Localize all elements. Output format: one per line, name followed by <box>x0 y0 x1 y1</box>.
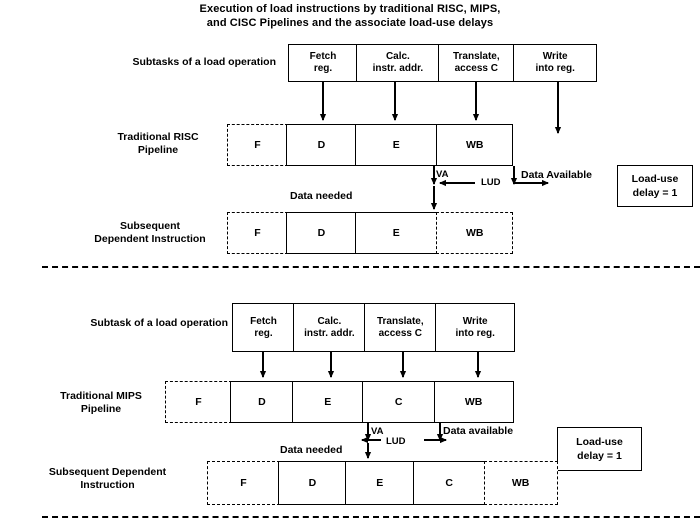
mips-stage-e: E <box>291 381 364 423</box>
risc-pipeline-caption: Traditional RISC Pipeline <box>117 131 199 156</box>
risc-lud-label: LUD <box>481 177 501 188</box>
risc-data-needed-label: Data needed <box>290 190 353 202</box>
mips-subtask-cell-0: Fetch reg. <box>232 303 295 352</box>
mips-subtask-1-line1: Calc. <box>317 315 342 327</box>
risc-subtask-2-line1: Translate, <box>452 51 500 62</box>
mips-subtask-2-line2: access C <box>378 327 422 339</box>
mips-dependent-caption: Subsequent Dependent Instruction <box>48 466 167 491</box>
mips-stage-d: D <box>230 381 294 423</box>
risc-subtask-3-line1: Write <box>542 51 568 62</box>
risc-stage-f: F <box>227 124 288 166</box>
risc-subtask-3-line2: into reg. <box>535 63 575 74</box>
block-separator-2 <box>42 516 700 518</box>
risc-subtask-cell-1: Calc. instr. addr. <box>356 44 440 82</box>
mips-lud-label: LUD <box>386 436 406 447</box>
risc-subtask-cell-3: Write into reg. <box>513 44 598 82</box>
risc-dep-stage-e: E <box>354 212 438 254</box>
mips-subtask-cell-3: Write into reg. <box>435 303 516 352</box>
mips-subtask-cell-2: Translate, access C <box>363 303 437 352</box>
mips-subtask-2-line1: Translate, <box>376 315 424 327</box>
mips-dep-stage-wb: WB <box>483 461 558 505</box>
risc-subtask-1-line1: Calc. <box>385 51 410 62</box>
risc-pipeline-row: F D E WB <box>227 124 514 166</box>
risc-load-use-delay-box: Load-use delay = 1 <box>617 165 693 207</box>
risc-dependent-caption: Subsequent Dependent Instruction <box>94 220 206 245</box>
mips-dep-stage-d: D <box>278 461 347 505</box>
mips-stage-wb: WB <box>433 381 514 423</box>
risc-va-label: VA <box>436 169 449 180</box>
risc-subtask-0-line1: Fetch <box>309 51 337 62</box>
mips-subtask-3-line2: into reg. <box>455 327 495 339</box>
mips-dep-stage-f: F <box>207 461 280 505</box>
risc-subtask-caption: Subtasks of a load operation <box>132 56 276 68</box>
mips-subtask-row: Fetch reg. Calc. instr. addr. Translate,… <box>232 303 516 352</box>
mips-stage-f: F <box>165 381 232 423</box>
mips-pipeline-caption: Traditional MIPS Pipeline <box>60 390 142 415</box>
mips-subtask-1-line2: instr. addr. <box>304 327 355 339</box>
risc-dep-stage-wb: WB <box>436 212 514 254</box>
block-separator-1 <box>42 266 700 268</box>
risc-stage-e: E <box>354 124 438 166</box>
mips-data-available-label: Data available <box>443 425 514 437</box>
risc-subtask-row: Fetch reg. Calc. instr. addr. Translate,… <box>288 44 598 82</box>
mips-pipeline-row: F D E C WB <box>165 381 514 423</box>
mips-dep-stage-e: E <box>344 461 415 505</box>
diagram-title: Execution of load instructions by tradit… <box>0 2 700 30</box>
mips-stage-c: C <box>362 381 436 423</box>
mips-dep-stage-c: C <box>413 461 486 505</box>
risc-data-available-label: Data Available <box>521 169 593 181</box>
risc-subtask-2-line2: access C <box>454 63 498 74</box>
risc-dep-stage-f: F <box>227 212 288 254</box>
mips-subtask-0-line1: Fetch <box>250 315 277 327</box>
mips-dependent-row: F D E C WB <box>207 461 558 505</box>
mips-data-needed-label: Data needed <box>280 444 343 456</box>
mips-subtask-cell-1: Calc. instr. addr. <box>293 303 366 352</box>
mips-load-use-delay-box: Load-use delay = 1 <box>557 427 642 471</box>
risc-dependent-row: F D E WB <box>227 212 514 254</box>
risc-subtask-cell-2: Translate, access C <box>437 44 515 82</box>
mips-subtask-0-line2: reg. <box>254 327 273 339</box>
title-line-2: and CISC Pipelines and the associate loa… <box>206 17 494 29</box>
risc-subtask-1-line2: instr. addr. <box>372 63 424 74</box>
title-line-1: Execution of load instructions by tradit… <box>199 3 501 15</box>
mips-subtask-caption: Subtask of a load operation <box>90 317 228 329</box>
risc-stage-d: D <box>286 124 357 166</box>
risc-subtask-0-line2: reg. <box>313 63 333 74</box>
mips-subtask-3-line1: Write <box>462 315 488 327</box>
risc-stage-wb: WB <box>436 124 514 166</box>
risc-subtask-cell-0: Fetch reg. <box>288 44 358 82</box>
mips-va-label: VA <box>371 426 384 437</box>
risc-dep-stage-d: D <box>286 212 357 254</box>
